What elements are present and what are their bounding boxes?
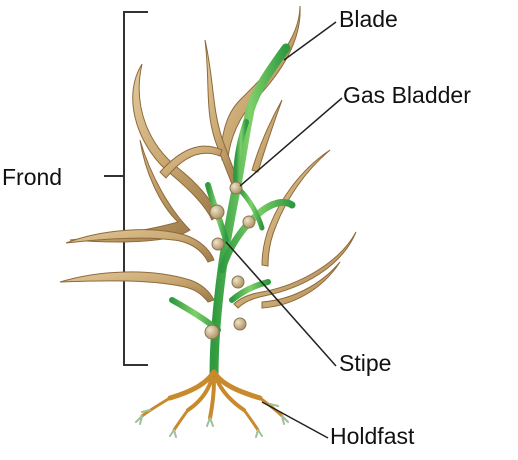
blade-left-low [59,271,215,303]
label-holdfast: Holdfast [330,423,415,449]
holdfast [140,369,284,432]
blade-right-low [233,231,357,309]
gas-bladders [204,181,256,340]
label-frond: Frond [2,164,63,190]
stipe-leader [225,241,337,367]
holdfast-tips [135,403,289,438]
blade-left-upper [132,63,219,221]
leader-lines [225,21,343,439]
label-gas-bladder: Gas Bladder [343,82,471,108]
label-stipe: Stipe [339,350,392,376]
stipe [169,43,296,381]
blade-right-mid [261,149,331,267]
gas-bladder-leader [239,97,343,187]
frond-bracket [104,11,148,366]
label-blade: Blade [339,6,398,32]
blade-left-long [65,229,215,263]
blades [59,5,357,309]
blade-left-mid [69,139,191,243]
blade-right-lowest [261,261,341,309]
blade-right-upper [251,99,283,173]
blade-center-left [159,145,223,179]
blade-leader [283,21,337,61]
holdfast-leader [261,401,329,439]
